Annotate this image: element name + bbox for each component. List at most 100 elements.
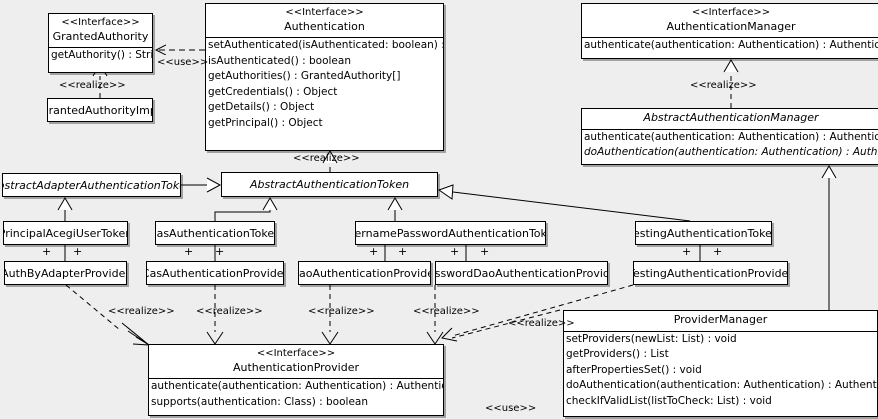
plus-principal-acegi-a: + — [42, 245, 52, 258]
class-name-abstract-authentication-token: AbstractAuthenticationToken — [249, 178, 410, 191]
edge-label-realize-cas-authentication-provider: <<realize>> — [196, 306, 263, 317]
class-name-username-password-authentication-token: UsernamePasswordAuthenticationToken — [355, 226, 546, 240]
edge-provider-manager-extends-abstract-manager — [821, 165, 837, 310]
class-name-cas-authentication-token: CasAuthenticationToken — [155, 226, 275, 240]
class-name-abstract-authentication-manager: AbstractAuthenticationManager — [643, 111, 819, 124]
class-member: authenticate(authentication: Authenticat… — [584, 39, 878, 52]
class-stereotype-authentication-manager: <<Interface>> — [691, 7, 771, 18]
class-box-auth-by-adapter-provider[interactable]: AuthByAdapterProvider — [4, 261, 127, 285]
class-separator-granted-authority — [49, 47, 152, 49]
class-name-principal-acegi-user-token: PrincipalAcegiUserToken — [3, 226, 128, 240]
edge-label-use-authentication-grantedauthority: <<use>> — [157, 57, 209, 68]
edge-label-realize-authentication-token: <<realize>> — [293, 153, 360, 164]
class-box-authentication[interactable]: <<Interface>>Authentication setAuthentica… — [205, 3, 444, 151]
class-name-provider-manager: ProviderManager — [673, 313, 768, 326]
class-name-abstract-adapter-authentication-token: AbstractAdapterAuthenticationToken — [3, 178, 180, 192]
class-member: getCredentials() : Object — [208, 85, 338, 98]
edge-adapter-token-extends-abstract-token — [181, 177, 222, 193]
class-name-granted-authority-impl: GrantedAuthorityImpl — [48, 103, 152, 117]
class-member: setAuthenticated(isAuthenticated: boolea… — [208, 39, 443, 52]
class-members-abstract-authentication-manager: authenticate(authentication: Authenticat… — [582, 130, 878, 161]
class-header-authentication-manager: <<Interface>>AuthenticationManager — [582, 4, 878, 37]
edge-label-realize-abstract-authentication-manager: <<realize>> — [690, 80, 757, 91]
class-member: doAuthentication(authentication: Authent… — [584, 146, 878, 159]
class-box-testing-authentication-provider[interactable]: TestingAuthenticationProvider — [633, 261, 788, 285]
class-header-granted-authority: <<Interface>>GrantedAuthority — [49, 14, 152, 47]
plus-username-password-b: + — [398, 245, 408, 258]
class-member: supports(authentication: Class) : boolea… — [151, 395, 368, 408]
class-members-authentication-manager: authenticate(authentication: Authenticat… — [582, 38, 878, 54]
class-member: getProviders() : List — [566, 348, 669, 361]
class-name-granted-authority: GrantedAuthority — [52, 29, 149, 43]
class-member: getAuthority() : String — [51, 49, 153, 62]
class-box-abstract-adapter-authentication-token[interactable]: AbstractAdapterAuthenticationToken — [2, 173, 181, 197]
class-member: setProviders(newList: List) : void — [566, 332, 737, 345]
plus-username-password-d: + — [480, 245, 490, 258]
class-name-cas-authentication-provider: CasAuthenticationProvider — [146, 266, 284, 280]
class-header-abstract-authentication-manager: AbstractAuthenticationManager — [582, 109, 878, 129]
class-member: isAuthenticated() : boolean — [208, 54, 351, 67]
class-member: authenticate(authentication: Authenticat… — [151, 380, 444, 393]
class-stereotype-granted-authority: <<Interface>> — [61, 17, 140, 28]
edge-label-realize-auth-by-adapter-provider: <<realize>> — [108, 306, 175, 317]
class-box-authentication-provider[interactable]: <<Interface>>AuthenticationProvider authe… — [148, 344, 444, 416]
class-box-cas-authentication-provider[interactable]: CasAuthenticationProvider — [146, 261, 284, 285]
class-header-provider-manager: ProviderManager — [564, 311, 877, 331]
edge-label-realize-grantedauthorityimpl: <<realize>> — [59, 80, 126, 91]
plus-testing-b: + — [713, 245, 723, 258]
edge-principal-acegi-extends-adapter-token — [57, 197, 73, 221]
class-box-granted-authority[interactable]: <<Interface>>GrantedAuthority getAuthorit… — [48, 13, 153, 73]
class-name-authentication-manager: AuthenticationManager — [666, 19, 796, 33]
class-stereotype-authentication-provider: <<Interface>> — [256, 348, 336, 359]
class-box-testing-authentication-token[interactable]: TestingAuthenticationToken — [635, 221, 772, 245]
class-name-testing-authentication-provider: TestingAuthenticationProvider — [633, 266, 788, 280]
edge-cas-token-extends-abstract-token — [214, 197, 278, 221]
edge-label-use-provider-manager: <<use>> — [485, 403, 537, 414]
edge-username-password-extends-abstract-token — [387, 197, 403, 221]
class-separator-authentication-provider — [149, 378, 443, 380]
class-members-authentication: setAuthenticated(isAuthenticated: boolea… — [206, 38, 443, 131]
class-box-granted-authority-impl[interactable]: GrantedAuthorityImpl — [47, 98, 153, 122]
class-member: doAuthentication(authentication: Authent… — [566, 379, 878, 392]
plus-testing-a: + — [682, 245, 692, 258]
plus-cas-b: + — [215, 245, 225, 258]
class-members-provider-manager: setProviders(newList: List) : void getPro… — [564, 332, 877, 410]
class-box-abstract-authentication-token[interactable]: AbstractAuthenticationToken — [221, 172, 438, 197]
class-box-username-password-authentication-token[interactable]: UsernamePasswordAuthenticationToken — [355, 221, 546, 245]
class-member: checkIfValidList(listToCheck: List) : vo… — [566, 394, 772, 407]
edge-label-realize-testing-authentication-provider: <<realize>> — [508, 318, 575, 329]
class-members-authentication-provider: authenticate(authentication: Authenticat… — [149, 379, 443, 410]
class-name-testing-authentication-token: TestingAuthenticationToken — [635, 226, 772, 240]
class-member: getPrincipal() : Object — [208, 116, 323, 129]
plus-username-password-c: + — [450, 245, 460, 258]
class-name-authentication-provider: AuthenticationProvider — [232, 360, 360, 374]
class-name-dao-authentication-provider: DaoAuthenticationProvider — [298, 266, 430, 280]
class-box-dao-authentication-provider[interactable]: DaoAuthenticationProvider — [298, 261, 431, 285]
class-member: getAuthorities() : GrantedAuthority[] — [208, 70, 401, 83]
class-box-password-dao-authentication-provider[interactable]: PasswordDaoAuthenticationProvider — [435, 261, 608, 285]
plus-cas-a: + — [184, 245, 194, 258]
class-box-cas-authentication-token[interactable]: CasAuthenticationToken — [155, 221, 275, 245]
edge-label-realize-password-dao-authentication-provider: <<realize>> — [413, 306, 480, 317]
class-member: getDetails() : Object — [208, 101, 315, 114]
class-box-authentication-manager[interactable]: <<Interface>>AuthenticationManager authen… — [581, 3, 878, 59]
plus-username-password-a: + — [369, 245, 379, 258]
class-stereotype-authentication: <<Interface>> — [285, 7, 364, 18]
edge-label-realize-dao-authentication-provider: <<realize>> — [308, 306, 375, 317]
class-box-principal-acegi-user-token[interactable]: PrincipalAcegiUserToken — [3, 221, 128, 245]
class-separator-authentication — [206, 37, 443, 39]
class-header-authentication: <<Interface>>Authentication — [206, 4, 443, 37]
edge-testing-token-extends-abstract-token — [437, 184, 691, 222]
class-box-provider-manager[interactable]: ProviderManager setProviders(newList: Lis… — [563, 310, 878, 417]
plus-principal-acegi-b: + — [73, 245, 83, 258]
class-box-abstract-authentication-manager[interactable]: AbstractAuthenticationManager authenticat… — [581, 108, 878, 165]
class-separator-provider-manager — [564, 330, 877, 332]
class-name-auth-by-adapter-provider: AuthByAdapterProvider — [4, 266, 127, 280]
class-member: authenticate(authentication: Authenticat… — [584, 130, 878, 143]
class-separator-abstract-authentication-manager — [582, 128, 878, 130]
class-name-password-dao-authentication-provider: PasswordDaoAuthenticationProvider — [435, 266, 607, 280]
class-name-authentication: Authentication — [284, 19, 365, 33]
class-header-authentication-provider: <<Interface>>AuthenticationProvider — [149, 345, 443, 378]
class-member: afterPropertiesSet() : void — [566, 363, 702, 376]
